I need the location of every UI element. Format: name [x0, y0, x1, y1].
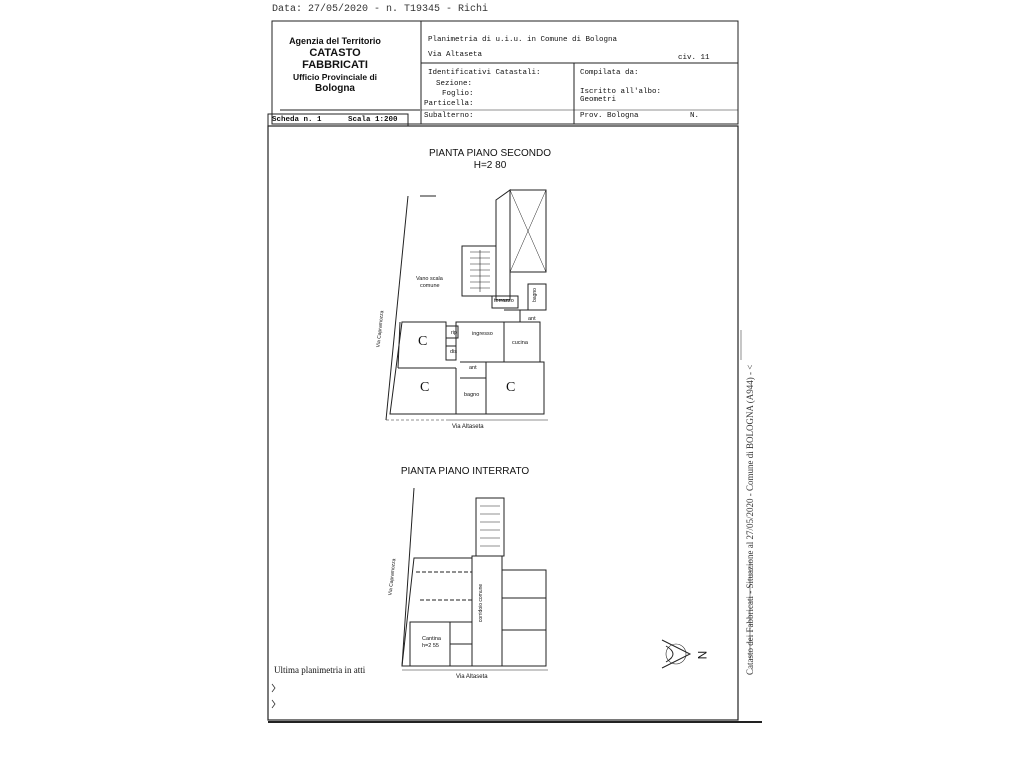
- room-cantina-height: h=2 55: [422, 643, 439, 649]
- via-label: Via Altaseta: [428, 51, 483, 59]
- room-cucina: cucina: [512, 340, 528, 346]
- side-catasto-text: Catasto dei Fabbricati - Situazione al 2…: [745, 364, 755, 675]
- second-floor-plan: [385, 189, 548, 421]
- subalterno-label: Subalterno:: [424, 112, 474, 120]
- geometri-label: Geometri: [580, 96, 617, 104]
- room-c2: C: [420, 380, 430, 395]
- north-arrow-graphic: [661, 639, 692, 669]
- agency-name: Agenzia del Territorio: [289, 36, 381, 46]
- room-bagno-bottom: bagno: [464, 392, 480, 398]
- ufficio-label: Ufficio Provinciale di: [292, 72, 378, 82]
- agency-block: Agenzia del Territorio CATASTO FABBRICAT…: [276, 24, 394, 94]
- scheda-label: Scheda n. 1: [272, 116, 322, 124]
- particella-label: Particella:: [424, 100, 474, 108]
- ultima-planimetria-text: Ultima planimetria in atti: [274, 665, 366, 675]
- room-c3: C: [506, 380, 516, 395]
- room-c1: C: [418, 334, 428, 349]
- identificativi-label: Identificativi Catastali:: [428, 69, 541, 77]
- prov-label: Prov. Bologna: [580, 112, 639, 120]
- street-altaseta-top: Via Altaseta: [452, 424, 484, 430]
- city-label: Bologna: [315, 83, 355, 94]
- iscritto-label: Iscritto all'albo:: [580, 88, 662, 96]
- basement-title: PIANTA PIANO INTERRATO: [400, 466, 530, 477]
- room-dis: dis: [450, 349, 458, 355]
- compilata-label: Compilata da:: [580, 69, 639, 77]
- room-rip: rip: [451, 330, 458, 336]
- room-vano-scala-comune: comune: [420, 283, 440, 289]
- catasto-title: CATASTO FABBRICATI: [302, 47, 368, 71]
- basement-plan: [401, 487, 548, 671]
- room-bagno-top: bagno: [531, 288, 538, 302]
- room-terrazzo: terrazzo: [494, 298, 514, 304]
- room-ant-bottom: ant: [469, 365, 477, 371]
- room-cantina: Cantina: [422, 636, 441, 642]
- n-label: N.: [690, 112, 700, 120]
- scala-label: Scala 1:200: [348, 116, 398, 124]
- room-ingresso: ingresso: [472, 331, 493, 337]
- room-vano-scala: Vano scala: [416, 276, 443, 282]
- room-ant-top: ant: [528, 316, 536, 322]
- foglio-label: Foglio:: [442, 90, 474, 98]
- civ-label: civ. 11: [678, 54, 710, 62]
- planimetria-title: Planimetria di u.i.u. in Comune di Bolog…: [428, 36, 618, 44]
- north-label: N: [695, 650, 710, 660]
- second-floor-title: PIANTA PIANO SECONDO: [428, 148, 552, 159]
- print-stamp: Data: 27/05/2020 - n. T19345 - Richi: [272, 4, 489, 15]
- second-floor-height: H=2 80: [473, 160, 507, 171]
- street-altaseta-bottom: Via Altaseta: [456, 674, 488, 680]
- room-corridoio: corridoio comune: [478, 583, 485, 623]
- sezione-label: Sezione:: [436, 80, 473, 88]
